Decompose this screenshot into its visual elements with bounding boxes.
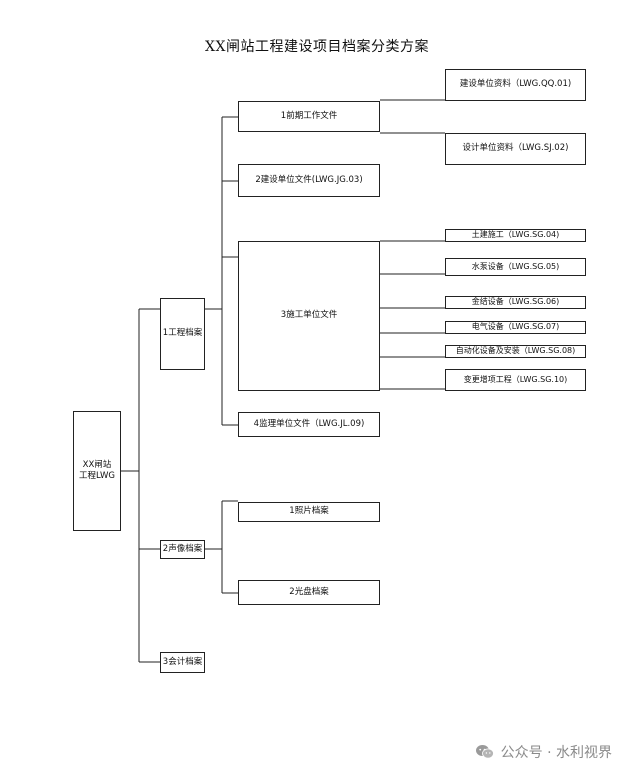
electrical-equipment-node: 电气设备（LWG.SG.07)	[445, 321, 586, 334]
automation-equipment-node: 自动化设备及安装（LWG.SG.08)	[445, 345, 586, 358]
metal-structure-equipment-node: 金结设备（LWG.SG.06)	[445, 296, 586, 309]
root-label-line1: XX闸站	[82, 459, 112, 470]
construction-unit-files-node: 3施工单位文件	[238, 241, 380, 391]
root-node: XX闸站 工程LWG	[73, 411, 121, 531]
accounting-archive-node: 3会计档案	[160, 652, 205, 673]
disc-archive-node: 2光盘档案	[238, 580, 380, 605]
audio-video-archive-node: 2声像档案	[160, 540, 205, 559]
builder-unit-data-node: 建设单位资料（LWG.QQ.01)	[445, 69, 586, 101]
root-label-line2: 工程LWG	[79, 471, 115, 481]
design-unit-data-node: 设计单位资料（LWG.SJ.02)	[445, 133, 586, 165]
preliminary-work-files-node: 1前期工作文件	[238, 101, 380, 132]
engineering-archive-node: 1工程档案	[160, 298, 205, 370]
wechat-icon	[475, 744, 495, 760]
civil-construction-node: 土建施工（LWG.SG.04)	[445, 229, 586, 242]
watermark-text: 公众号 · 水利视界	[500, 745, 612, 761]
watermark: 公众号 · 水利视界	[475, 742, 612, 762]
pump-equipment-node: 水泵设备（LWG.SG.05)	[445, 258, 586, 276]
change-addition-works-node: 变更增项工程（LWG.SG.10)	[445, 369, 586, 391]
supervision-unit-files-node: 4监理单位文件（LWG.JL.09)	[238, 412, 380, 437]
photo-archive-node: 1照片档案	[238, 502, 380, 522]
diagram-title: XX闸站工程建设项目档案分类方案	[205, 39, 429, 55]
builder-unit-files-node: 2建设单位文件(LWG.JG.03)	[238, 164, 380, 197]
